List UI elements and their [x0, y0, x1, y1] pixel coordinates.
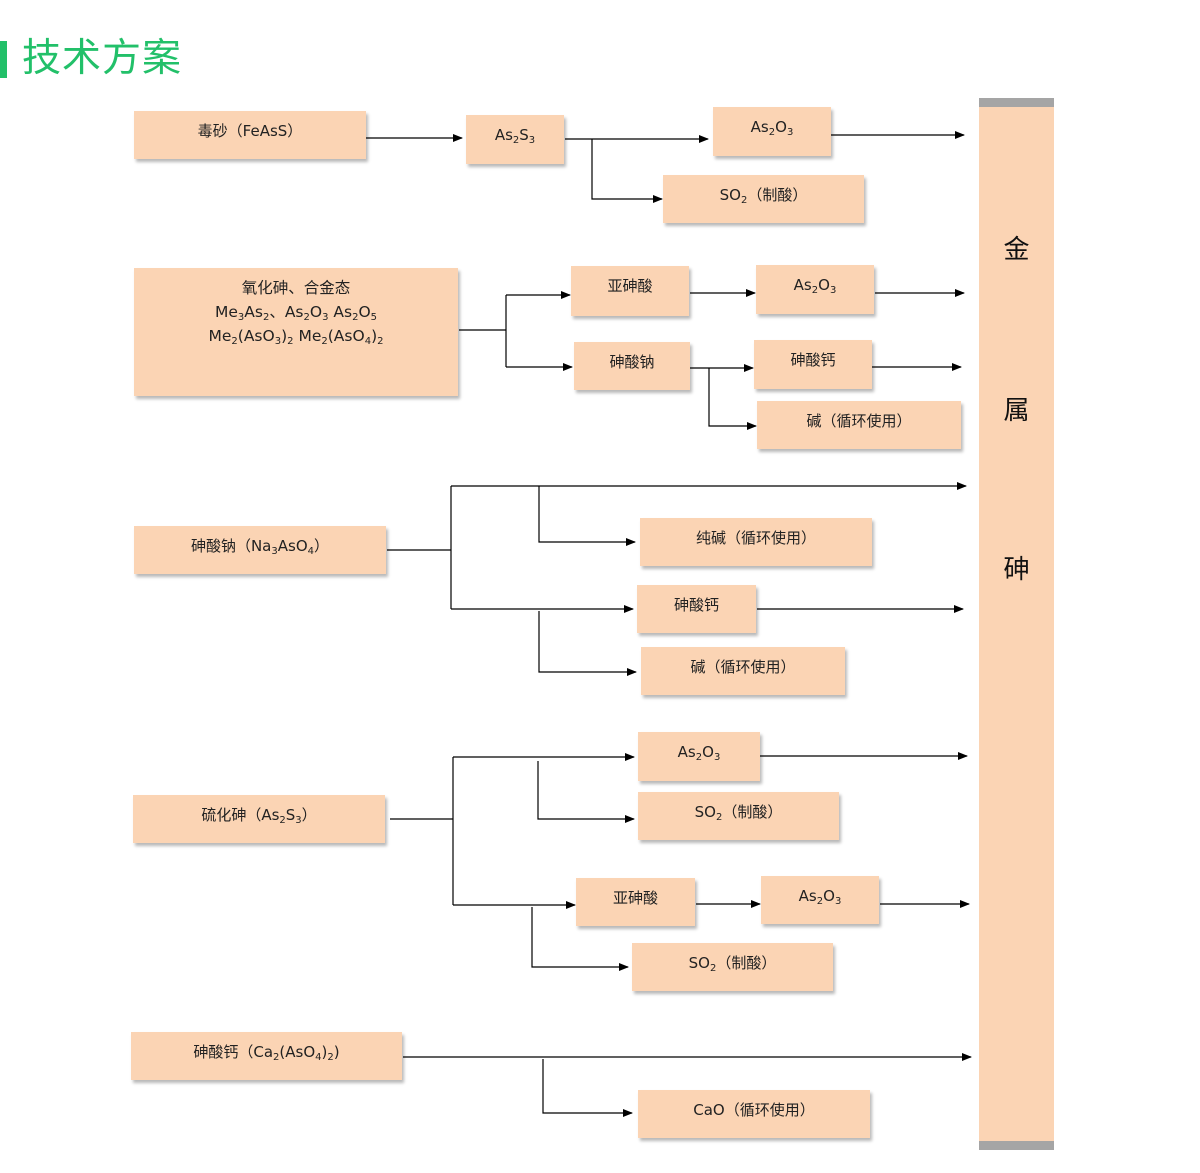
box-arsenous-acid: 亚砷酸 — [571, 266, 689, 316]
box-as2o3: As2O3 — [761, 876, 879, 924]
column-char: 金 — [1003, 235, 1030, 265]
box-soda-recycle: 纯碱（循环使用） — [640, 518, 872, 566]
box-as2o3: As2O3 — [756, 265, 874, 314]
arrow — [538, 611, 637, 676]
title-accent-bar — [0, 41, 7, 78]
box-so2-acid: SO2（制酸） — [638, 792, 839, 840]
source-line-1: 氧化砷、合金态 — [241, 279, 351, 297]
arrow — [531, 907, 629, 971]
arrow — [538, 486, 636, 546]
box-so2-acid: SO2（制酸） — [632, 943, 833, 991]
metal-arsenic-column: 金 属 砷 — [979, 98, 1054, 1150]
box-so2-acid: SO2（制酸） — [663, 175, 864, 223]
column-top-cap — [979, 98, 1054, 107]
box-calcium-arsenate-source: 砷酸钙（Ca2(AsO4)2) — [131, 1032, 402, 1080]
box-oxide-alloy: 氧化砷、合金态 Me3As2、As2O3 As2O5 Me2(AsO3)2 Me… — [134, 268, 458, 396]
box-calcium-arsenate: 砷酸钙 — [754, 340, 872, 389]
arrow — [542, 1059, 633, 1117]
box-as2o3: As2O3 — [638, 732, 760, 781]
column-char: 砷 — [1003, 555, 1030, 585]
box-arsenopyrite: 毒砂（FeAsS） — [134, 111, 366, 159]
box-alkali-recycle: 碱（循环使用） — [757, 401, 961, 449]
box-alkali-recycle: 碱（循环使用） — [641, 647, 845, 695]
source-line-2: Me3As2、As2O3 As2O5 — [214, 303, 378, 323]
column-char: 属 — [1003, 396, 1030, 426]
box-arsenic-sulfide-source: 硫化砷（As2S3） — [133, 795, 385, 843]
box-as2o3: As2O3 — [713, 107, 831, 156]
arrow — [537, 761, 635, 823]
section-title: 技术方案 — [22, 36, 183, 81]
arrow — [708, 368, 757, 430]
box-arsenous-acid: 亚砷酸 — [576, 878, 695, 926]
arrow — [591, 139, 663, 203]
box-sodium-arsenate: 砷酸钠 — [574, 342, 690, 390]
box-as2s3: As2S3 — [466, 115, 564, 164]
box-sodium-arsenate-source: 砷酸钠（Na3AsO4） — [134, 526, 386, 574]
column-bottom-cap — [979, 1141, 1054, 1150]
box-cao-recycle: CaO（循环使用） — [638, 1090, 870, 1138]
box-calcium-arsenate: 砷酸钙 — [637, 585, 756, 633]
source-line-3: Me2(AsO3)2 Me2(AsO4)2 — [208, 327, 384, 347]
